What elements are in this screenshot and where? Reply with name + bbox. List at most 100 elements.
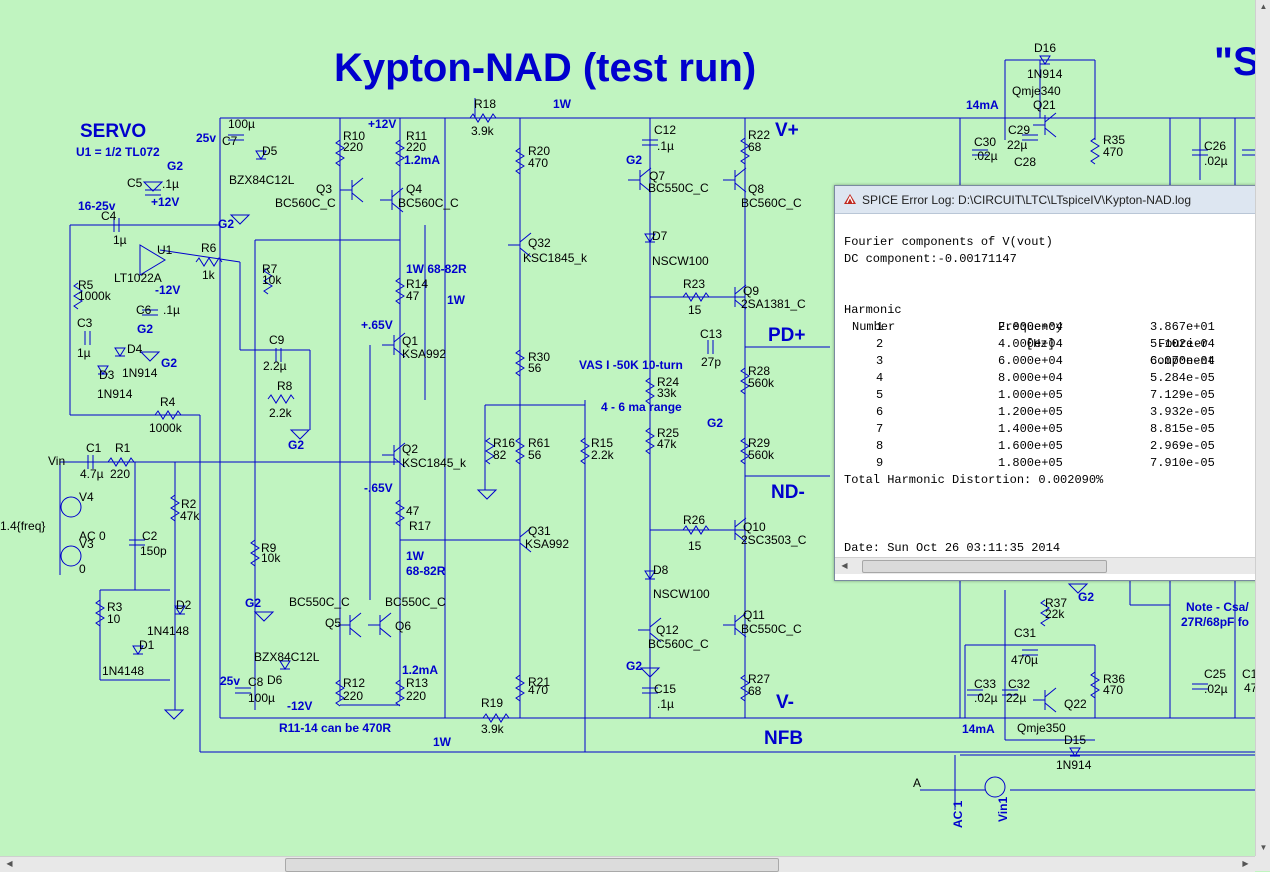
component-label-r35: R35 xyxy=(1103,133,1126,147)
resistor-symbol xyxy=(1090,137,1100,165)
wire xyxy=(649,632,662,643)
harmonic-header-row-1: Harmonic Frequency Fourier xyxy=(844,285,1259,351)
component-label-r61: R61 xyxy=(528,436,551,450)
component-label-r17: R17 xyxy=(409,519,432,533)
component-label-w1a: 1W xyxy=(553,97,571,111)
wire xyxy=(1044,687,1057,698)
scroll-right-icon[interactable]: ▶ xyxy=(1242,859,1249,868)
component-label-r37v: 22k xyxy=(1045,607,1065,621)
component-label-r19v: 3.9k xyxy=(481,722,504,736)
component-label-r14: R14 xyxy=(406,277,429,291)
component-label-c32: C32 xyxy=(1008,677,1031,691)
component-label-v065: +.65V xyxy=(361,318,393,332)
component-label-u1: U1 xyxy=(157,243,173,257)
component-label-zero: 0 xyxy=(79,562,86,576)
component-label-q8: Q8 xyxy=(748,182,765,196)
net-label-nfb: NFB xyxy=(764,728,804,749)
ground-symbol xyxy=(139,351,161,362)
component-label-c7: C7 xyxy=(222,134,238,148)
component-label-v12b: +12V xyxy=(151,195,180,209)
wire xyxy=(1044,112,1057,123)
harmonic-frequency: 1.800e+05 xyxy=(998,456,1063,470)
component-label-c47: 47 xyxy=(1244,681,1255,695)
net-label-pdplus: PD+ xyxy=(768,325,806,346)
component-label-q1: Q1 xyxy=(402,334,419,348)
wire xyxy=(734,627,747,638)
scroll-left-icon[interactable]: ◀ xyxy=(841,561,848,570)
component-label-r11: R11 xyxy=(406,129,428,143)
resistor-symbol xyxy=(482,713,510,723)
component-label-r4: R4 xyxy=(160,395,176,409)
component-label-w6882c: 68-82R xyxy=(406,564,446,578)
component-label-c15v: .1µ xyxy=(657,697,674,711)
component-label-r13: R13 xyxy=(406,676,429,690)
horizontal-scrollbar[interactable]: ◀ ▶ xyxy=(0,856,1255,872)
scroll-up-icon[interactable]: ▲ xyxy=(1259,2,1268,11)
component-label-c12: C12 xyxy=(654,123,677,137)
component-label-d8: D8 xyxy=(653,563,669,577)
component-label-c33: C33 xyxy=(974,677,997,691)
resistor-symbol xyxy=(580,437,590,465)
harmonic-number: 9 xyxy=(876,456,884,470)
component-label-range: 4 - 6 ma range xyxy=(601,400,682,414)
component-label-c9: C9 xyxy=(269,333,285,347)
harmonic-number: 1 xyxy=(876,320,884,334)
log-heading: Fourier components of V(vout) xyxy=(844,235,1053,249)
diode-symbol xyxy=(1039,55,1051,65)
harmonic-frequency: 1.600e+05 xyxy=(998,439,1063,453)
component-label-c4v: 1µ xyxy=(113,233,127,247)
component-label-c1x: C1 xyxy=(1242,667,1255,681)
component-label-d4t: 1N914 xyxy=(122,366,158,380)
component-label-q32: Q32 xyxy=(528,236,551,250)
horizontal-scroll-thumb[interactable] xyxy=(285,858,779,872)
component-label-r7: R7 xyxy=(262,262,278,276)
scroll-down-icon[interactable]: ▼ xyxy=(1259,843,1268,852)
wire xyxy=(393,332,406,343)
component-label-r2v: 47k xyxy=(180,509,200,523)
wire xyxy=(351,192,364,203)
resistor-symbol xyxy=(267,394,295,404)
component-label-d2: D2 xyxy=(176,598,192,612)
wire xyxy=(391,187,404,198)
component-label-v1625: 16-25v xyxy=(78,199,116,213)
resistor-symbol xyxy=(170,494,180,522)
log-title-bar[interactable]: SPICE Error Log: D:\CIRCUIT\LTC\LTspiceI… xyxy=(835,186,1270,214)
scroll-left-icon[interactable]: ◀ xyxy=(6,859,13,868)
wire xyxy=(1044,127,1057,138)
net-label-vminus: V- xyxy=(776,692,794,713)
wire xyxy=(379,612,392,623)
component-label-g2j: G2 xyxy=(626,659,643,673)
log-thd: Total Harmonic Distortion: 0.002090% xyxy=(844,473,1104,487)
component-label-q22: Q22 xyxy=(1064,697,1087,711)
component-label-q1t: KSA992 xyxy=(402,347,447,361)
component-label-r26: R26 xyxy=(683,513,706,527)
harmonic-component: 2.969e-05 xyxy=(1150,439,1215,453)
harmonic-frequency: 1.400e+05 xyxy=(998,422,1063,436)
component-label-w1c: 1W xyxy=(433,735,451,749)
harmonic-frequency: 8.000e+04 xyxy=(998,371,1063,385)
log-horizontal-scrollbar[interactable]: ◀ ▶ xyxy=(835,557,1269,574)
component-label-q2: Q2 xyxy=(402,442,419,456)
component-label-c8v: 100µ xyxy=(248,691,275,705)
component-label-r8: R8 xyxy=(277,379,293,393)
resistor-symbol xyxy=(515,437,525,465)
diode-symbol xyxy=(644,570,656,580)
spice-error-log-window[interactable]: SPICE Error Log: D:\CIRCUIT\LTC\LTspiceI… xyxy=(834,185,1270,581)
component-label-q11: Q11 xyxy=(743,608,765,622)
vertical-scrollbar[interactable]: ▲ ▼ xyxy=(1255,0,1270,856)
component-label-ma14b: 14mA xyxy=(962,722,995,736)
diode-symbol xyxy=(97,365,109,375)
component-label-c29: C29 xyxy=(1008,123,1031,137)
resistor-symbol xyxy=(263,267,273,295)
log-scroll-thumb[interactable] xyxy=(862,560,1107,573)
component-label-r10v: 220 xyxy=(343,140,364,154)
component-label-q7: Q7 xyxy=(649,169,666,183)
component-label-q9: Q9 xyxy=(743,284,760,298)
resistor-symbol xyxy=(395,139,405,167)
diode-symbol xyxy=(255,150,267,160)
wire xyxy=(519,527,532,538)
